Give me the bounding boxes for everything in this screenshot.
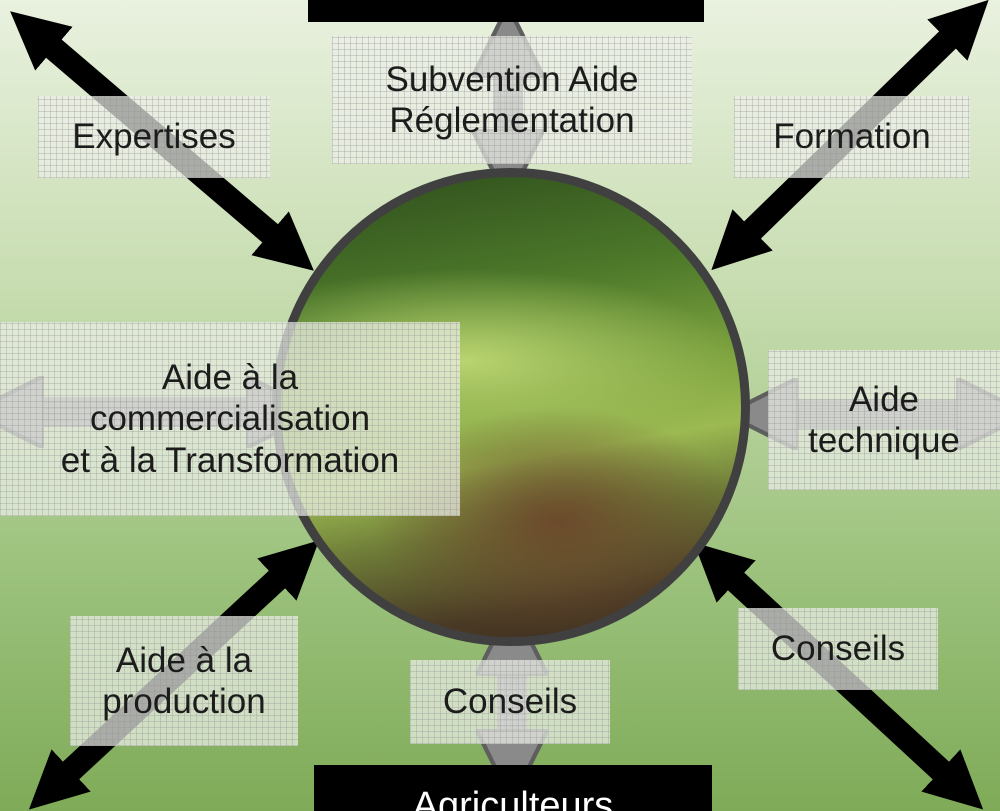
label-production: Aide à la production (70, 616, 298, 746)
bottom-box-label: Agriculteurs (412, 785, 614, 811)
label-subvention: Subvention Aide Réglementation (332, 36, 692, 164)
label-technique: Aide technique (768, 350, 1000, 490)
bottom-box-agriculteurs: Agriculteurs (314, 765, 712, 811)
label-conseils-bottom: Conseils (410, 660, 610, 744)
label-expertises: Expertises (38, 96, 270, 178)
top-box (308, 0, 704, 22)
label-conseils-right: Conseils (738, 608, 938, 690)
label-formation: Formation (734, 96, 970, 178)
label-commercialisation: Aide à la commercialisation et à la Tran… (0, 322, 460, 516)
